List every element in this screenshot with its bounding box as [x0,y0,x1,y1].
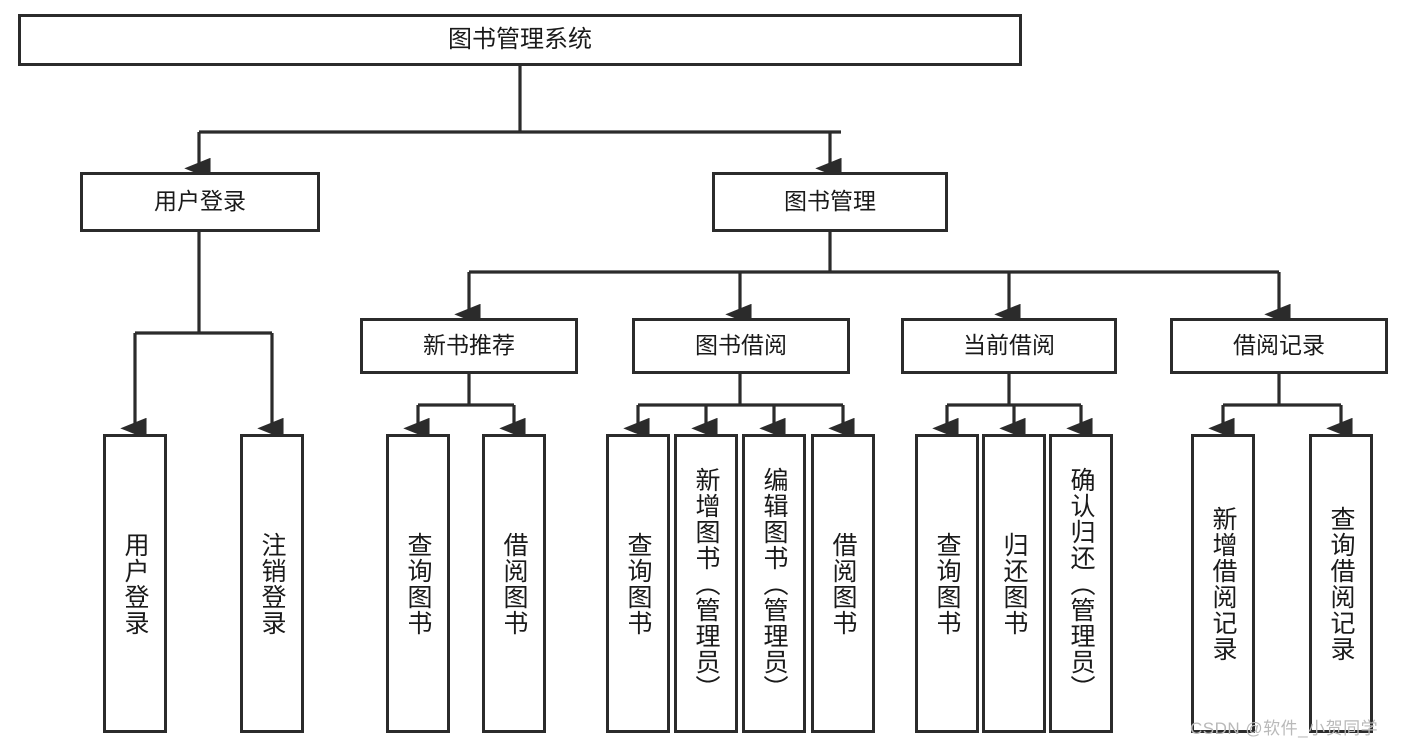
node-label: 查询图书 [933,531,961,636]
node-new-book-recommend[interactable]: 新书推荐 [360,318,578,374]
node-label: 借阅图书 [829,531,857,636]
node-leaf-add-book[interactable]: 新增图书（管理员） [674,434,738,733]
connector-group-book-borrow [623,374,855,439]
node-user-login[interactable]: 用户登录 [80,172,320,232]
node-label: 注销登录 [258,531,286,636]
node-label: 确认归还（管理员） [1067,466,1095,701]
node-label: 用户登录 [121,531,149,636]
node-label: 编辑图书（管理员） [760,466,788,701]
node-leaf-borrow-book-recommend[interactable]: 借阅图书 [482,434,546,733]
node-label: 借阅图书 [500,531,528,636]
node-leaf-return-book[interactable]: 归还图书 [982,434,1046,733]
node-book-borrow[interactable]: 图书借阅 [632,318,850,374]
node-label: 图书管理 [784,188,876,215]
node-label: 归还图书 [1000,531,1028,636]
node-label: 新增图书（管理员） [692,466,720,701]
node-leaf-borrow-book[interactable]: 借阅图书 [811,434,875,733]
node-leaf-query-borrow-record[interactable]: 查询借阅记录 [1309,434,1373,733]
node-book-management[interactable]: 图书管理 [712,172,948,232]
node-label: 用户登录 [154,188,246,215]
connector-group-new-book-recommend [403,374,526,439]
node-leaf-add-borrow-record[interactable]: 新增借阅记录 [1191,434,1255,733]
node-label: 当前借阅 [963,332,1055,359]
connector-group-current-borrow [932,374,1093,439]
node-leaf-query-book-borrow[interactable]: 查询图书 [606,434,670,733]
node-leaf-query-book-current[interactable]: 查询图书 [915,434,979,733]
node-current-borrow[interactable]: 当前借阅 [901,318,1117,374]
node-label: 借阅记录 [1233,332,1325,359]
node-root-book-management-system[interactable]: 图书管理系统 [18,14,1022,66]
watermark-text: CSDN @软件_小贺同学 [1190,719,1379,738]
node-leaf-query-book-recommend[interactable]: 查询图书 [386,434,450,733]
node-label: 新增借阅记录 [1209,505,1237,662]
connector-group-root [184,66,842,179]
node-leaf-user-login[interactable]: 用户登录 [103,434,167,733]
node-label: 查询借阅记录 [1327,505,1355,662]
node-label: 图书借阅 [695,332,787,359]
node-label: 图书管理系统 [448,25,592,53]
node-leaf-edit-book[interactable]: 编辑图书（管理员） [742,434,806,733]
connector-group-user-login [120,232,284,439]
node-leaf-logout-login[interactable]: 注销登录 [240,434,304,733]
connector-group-book-management [454,232,1291,325]
node-borrow-record[interactable]: 借阅记录 [1170,318,1388,374]
node-label: 新书推荐 [423,332,515,359]
node-label: 查询图书 [624,531,652,636]
node-leaf-confirm-return[interactable]: 确认归还（管理员） [1049,434,1113,733]
node-label: 查询图书 [404,531,432,636]
connector-group-borrow-record [1208,374,1353,439]
